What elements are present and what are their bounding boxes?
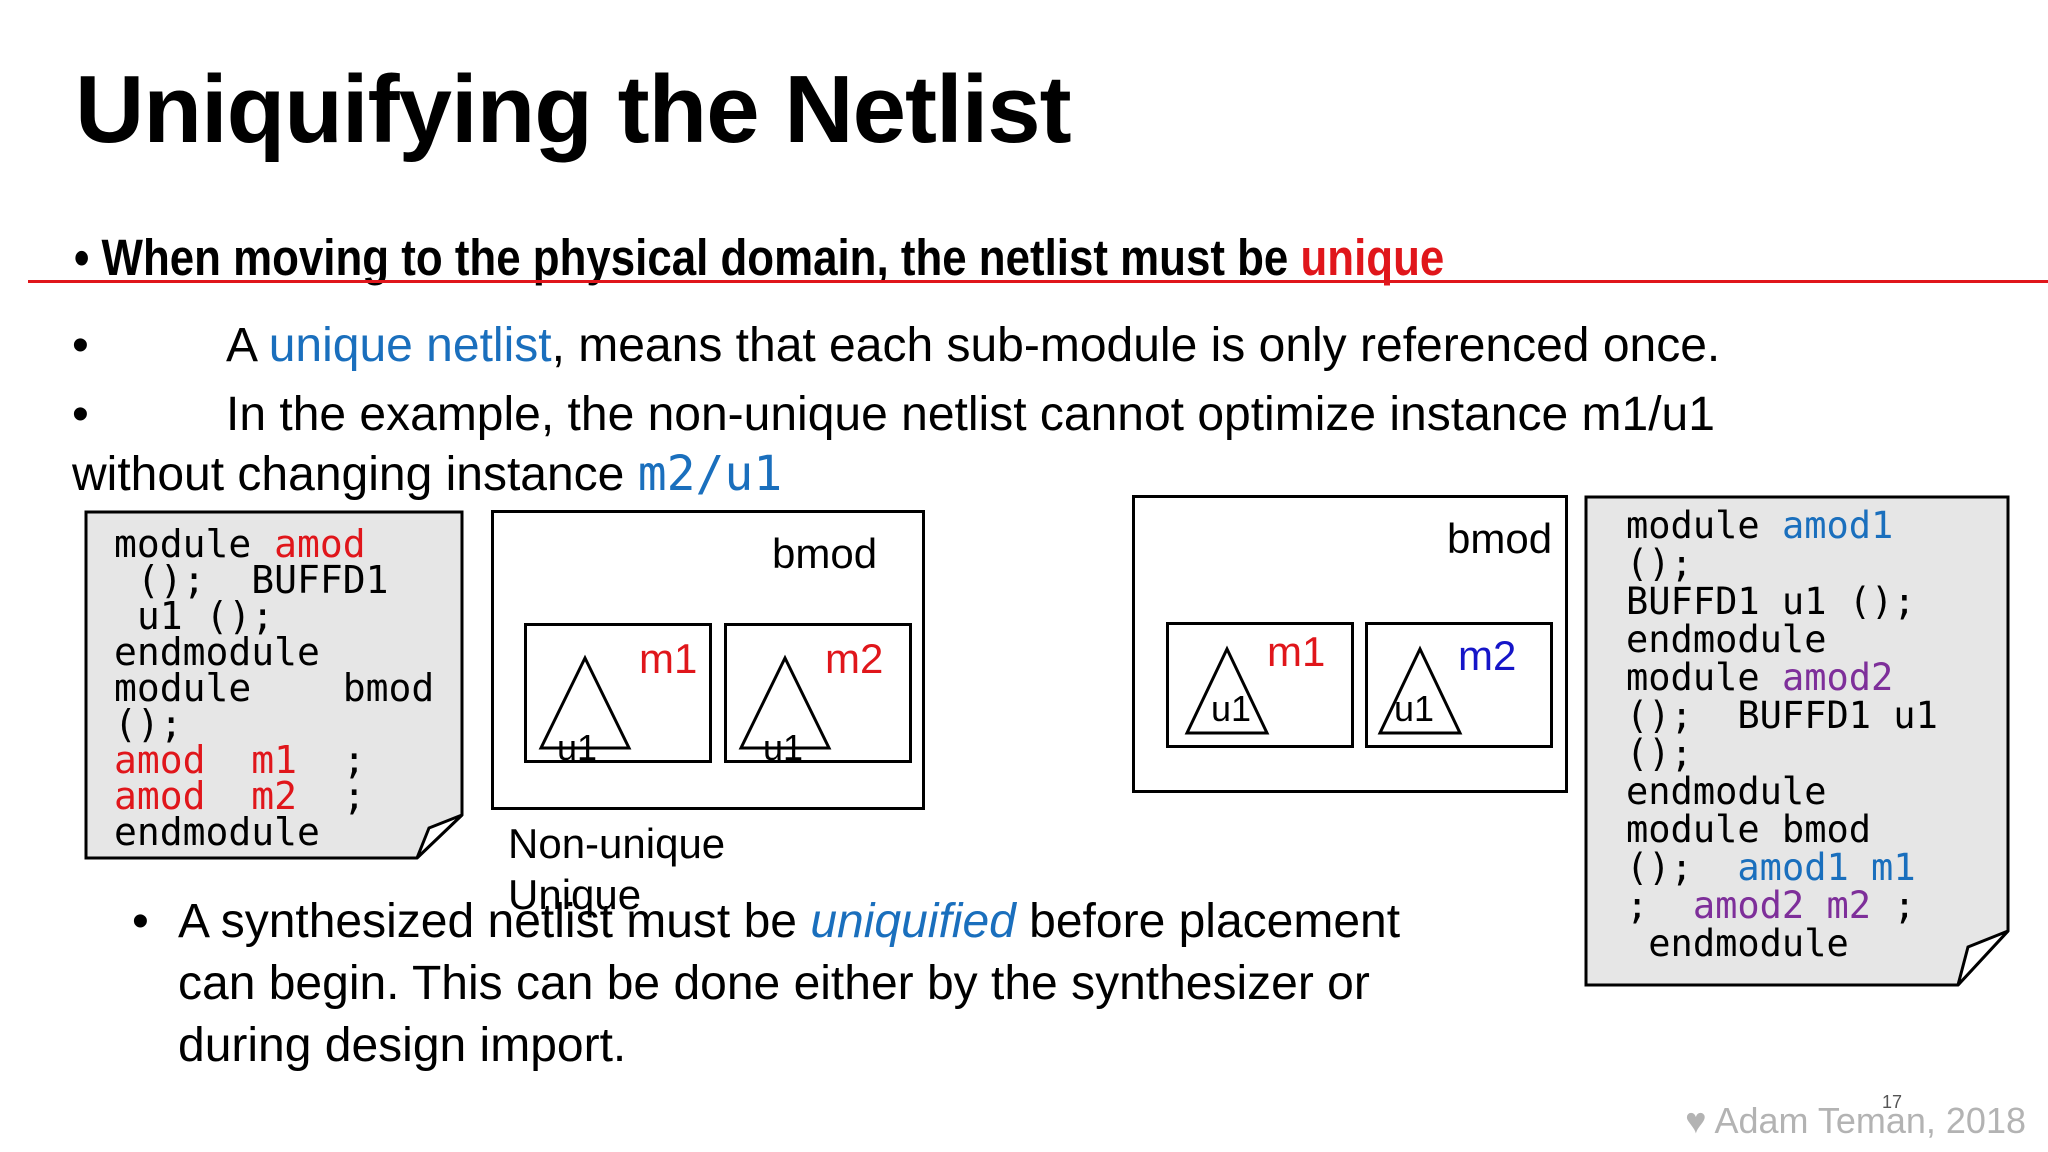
code-instance: amod m1: [114, 738, 298, 782]
code-instance: amod m2: [114, 774, 298, 818]
cell-label-u1: u1: [763, 727, 804, 768]
code-line: module: [114, 522, 275, 566]
instance-box-m2: m2 u1: [1365, 622, 1553, 748]
bullet-bottom-pre: A synthesized netlist must be: [178, 895, 811, 948]
instance-label-m2: m2: [825, 635, 884, 682]
instance-label-m1: m1: [639, 635, 698, 682]
buffer-triangle-icon: [538, 654, 632, 750]
code-line: BUFFD1 u1 ();: [1626, 580, 1916, 623]
bullet-bottom-line1: A synthesized netlist must be uniquified…: [178, 898, 1400, 946]
bullet-marker: •: [74, 229, 90, 286]
bullet-2-marker: •: [72, 319, 89, 372]
bullet-bottom-marker: •: [132, 895, 149, 948]
code-module-name: amod: [274, 522, 366, 566]
bullet-main: • When moving to the physical domain, th…: [74, 232, 1444, 283]
bullet-3-line2-pre: without changing instance: [72, 448, 638, 501]
bullet-2-post: , means that each sub-module is only ref…: [551, 319, 1721, 372]
cell-label-u1: u1: [1394, 688, 1435, 729]
red-rule: [28, 280, 2048, 283]
caption-unique: Unique: [508, 871, 642, 918]
bullet-bottom-line3: during design import.: [178, 1019, 627, 1072]
diagram-nonunique: bmod m1 u1 m2 u1: [491, 510, 925, 810]
code-line: ();: [1626, 732, 1693, 775]
bullet-main-highlight: unique: [1300, 229, 1445, 286]
instance-label-m1: m1: [1267, 628, 1326, 675]
buffer-triangle-icon: [738, 654, 832, 750]
instance-box-m1: m1 u1: [1166, 622, 1354, 748]
slide-title: Uniquifying the Netlist: [75, 56, 1072, 163]
code-line: module: [1626, 656, 1782, 699]
bullet-bottom-line2: can begin. This can be done either by th…: [178, 957, 1370, 1010]
container-label: bmod: [772, 530, 878, 577]
code-line: endmodule: [114, 630, 320, 674]
bullet-2-highlight: unique netlist: [268, 319, 552, 372]
code-line: module: [1626, 504, 1782, 547]
page-number: 17: [1882, 1092, 1903, 1112]
code-line: (); BUFFD1 u1: [1626, 694, 1938, 737]
code-line: ();: [1626, 846, 1738, 889]
code-line: u1 ();: [114, 594, 275, 638]
bullet-main-text: When moving to the physical domain, the …: [101, 229, 1301, 286]
code-line: ;: [297, 774, 366, 818]
bullet-3-line2-code: m2/u1: [637, 446, 783, 502]
cell-label-u1: u1: [557, 727, 598, 768]
code-instance: amod2 m2: [1692, 884, 1872, 927]
code-line: ();: [1626, 542, 1693, 585]
bullet-3-line1: In the example, the non-unique netlist c…: [226, 388, 1715, 441]
code-line: module bmod: [1626, 808, 1872, 851]
left-code-text: module amod (); BUFFD1 u1 (); endmodule …: [114, 525, 435, 851]
code-module-name: amod1: [1781, 504, 1894, 547]
code-line: endmodule: [114, 810, 320, 854]
code-line: ;: [1871, 884, 1916, 927]
bullet-3-line2: without changing instance m2/u1: [72, 450, 782, 499]
code-module-name: amod2: [1781, 656, 1894, 699]
right-code-note: module amod1 (); BUFFD1 u1 (); endmodule…: [1584, 495, 2010, 987]
diagram-unique: bmod m1 u1 m2 u1: [1132, 495, 1568, 793]
footer-credit: ♥ Adam Teman, 2018: [1685, 1100, 2026, 1141]
code-line: ();: [114, 702, 183, 746]
bullet-2-pre: A: [226, 319, 269, 372]
code-line: endmodule: [1626, 922, 1849, 965]
instance-label-m2: m2: [1458, 632, 1517, 679]
code-line: ;: [1626, 884, 1693, 927]
code-line: (); BUFFD1: [114, 558, 389, 602]
right-code-text: module amod1 (); BUFFD1 u1 (); endmodule…: [1626, 507, 1938, 963]
bullet-3-marker: •: [72, 388, 89, 441]
note-shape: [84, 510, 464, 860]
bullet-bottom-post: before placement: [1015, 895, 1401, 948]
buffer-triangle-icon: [1184, 645, 1270, 735]
bullet-bottom-highlight: uniquified: [810, 895, 1016, 948]
cell-label-u1: u1: [1211, 688, 1252, 729]
code-instance: amod1 m1: [1737, 846, 1916, 889]
code-line: endmodule: [1626, 618, 1827, 661]
note-shape: [1584, 495, 2010, 987]
code-line: module bmod: [114, 666, 435, 710]
buffer-triangle-icon: [1377, 645, 1463, 735]
code-line: endmodule: [1626, 770, 1827, 813]
instance-box-m2: m2 u1: [724, 623, 912, 768]
caption-nonunique: Non-unique: [508, 820, 726, 867]
bullet-2: A unique netlist, means that each sub-mo…: [226, 322, 1720, 370]
instance-box-m1: m1 u1: [524, 623, 712, 768]
code-line: ;: [297, 738, 366, 782]
left-code-note: module amod (); BUFFD1 u1 (); endmodule …: [84, 510, 464, 860]
container-label: bmod: [1447, 515, 1553, 562]
